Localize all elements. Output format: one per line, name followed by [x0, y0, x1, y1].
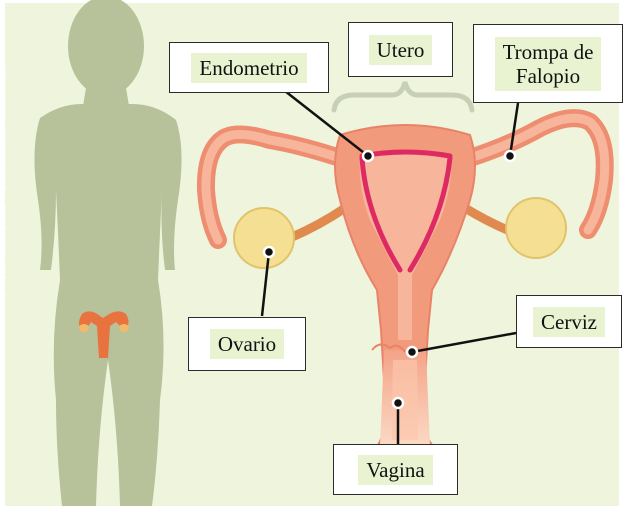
label-cerviz-text: Cerviz: [533, 307, 605, 337]
label-ovario: Ovario: [188, 317, 306, 371]
label-trompa-line2: Falopio: [503, 64, 594, 88]
label-vagina: Vagina: [333, 444, 458, 495]
label-endometrio: Endometrio: [169, 42, 329, 93]
label-cerviz: Cerviz: [516, 295, 622, 348]
label-trompa-text: Trompa de Falopio: [495, 37, 602, 91]
label-ovario-text: Ovario: [210, 329, 284, 359]
label-vagina-text: Vagina: [358, 455, 432, 485]
label-utero-text: Utero: [369, 35, 433, 65]
image-credit: © The Nemours Foundation/KidsHealth: [0, 58, 9, 300]
label-trompa-de-falopio: Trompa de Falopio: [473, 24, 623, 103]
label-endometrio-text: Endometrio: [191, 53, 306, 83]
label-utero: Utero: [348, 22, 453, 77]
label-trompa-line1: Trompa de: [503, 40, 594, 64]
